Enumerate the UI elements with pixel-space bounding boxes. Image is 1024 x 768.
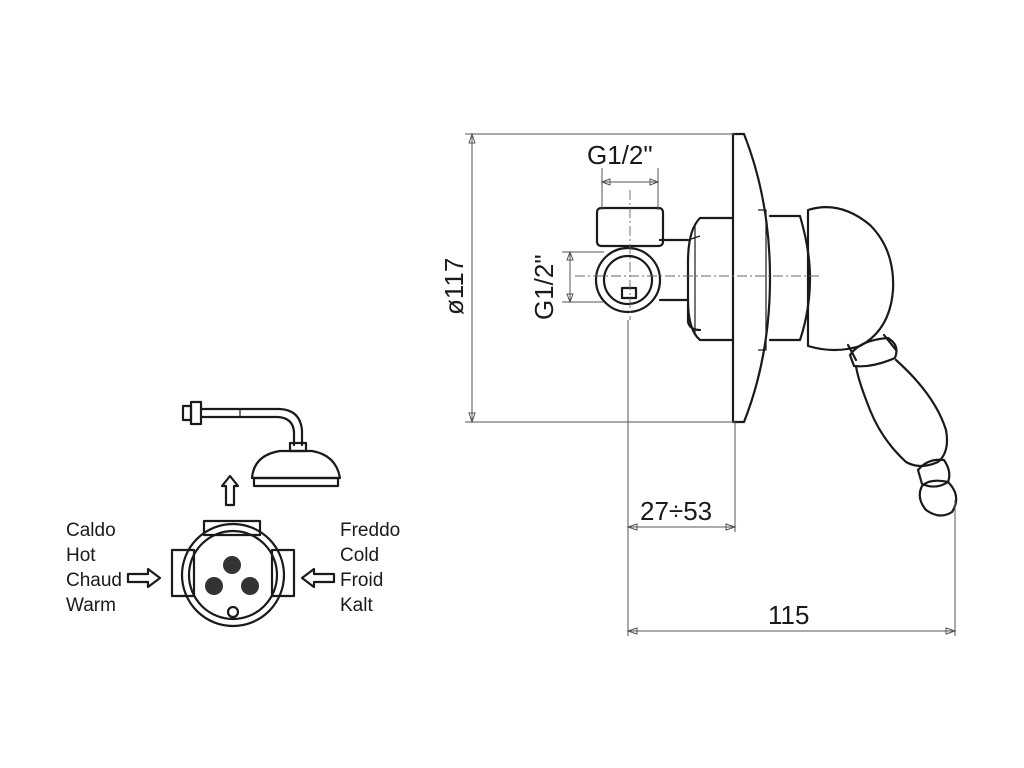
- length-label: 115: [768, 600, 809, 630]
- cold-label-de: Kalt: [340, 595, 373, 616]
- mixer-side-view: [575, 132, 958, 517]
- diameter-label: ø117: [439, 258, 469, 315]
- hot-inlet-arrow-icon: [126, 567, 162, 589]
- shower-head-symbol: [181, 400, 342, 488]
- cold-label-fr: Froid: [340, 570, 383, 591]
- hot-label-de: Warm: [66, 595, 116, 616]
- outlet-arrow-icon: [220, 474, 240, 507]
- cold-label-it: Freddo: [340, 520, 400, 541]
- hot-label-fr: Chaud: [66, 570, 122, 591]
- hot-label-it: Caldo: [66, 520, 116, 541]
- cold-water-labels: Freddo Cold Froid Kalt: [340, 520, 400, 616]
- cold-label-en: Cold: [340, 545, 379, 566]
- port-outlet: [223, 556, 241, 574]
- hot-label-en: Hot: [66, 545, 96, 566]
- thread-vertical-label: G1/2": [529, 254, 559, 320]
- port-cold: [241, 577, 259, 595]
- port-hot: [205, 577, 223, 595]
- thread-horizontal-label: G1/2": [587, 140, 653, 170]
- cold-inlet-arrow-icon: [300, 567, 336, 589]
- mixer-body-symbol: [170, 519, 296, 628]
- dimension-lines: [465, 132, 957, 636]
- hot-water-labels: Caldo Hot Chaud Warm: [66, 520, 122, 616]
- depth-label: 27÷53: [640, 496, 712, 526]
